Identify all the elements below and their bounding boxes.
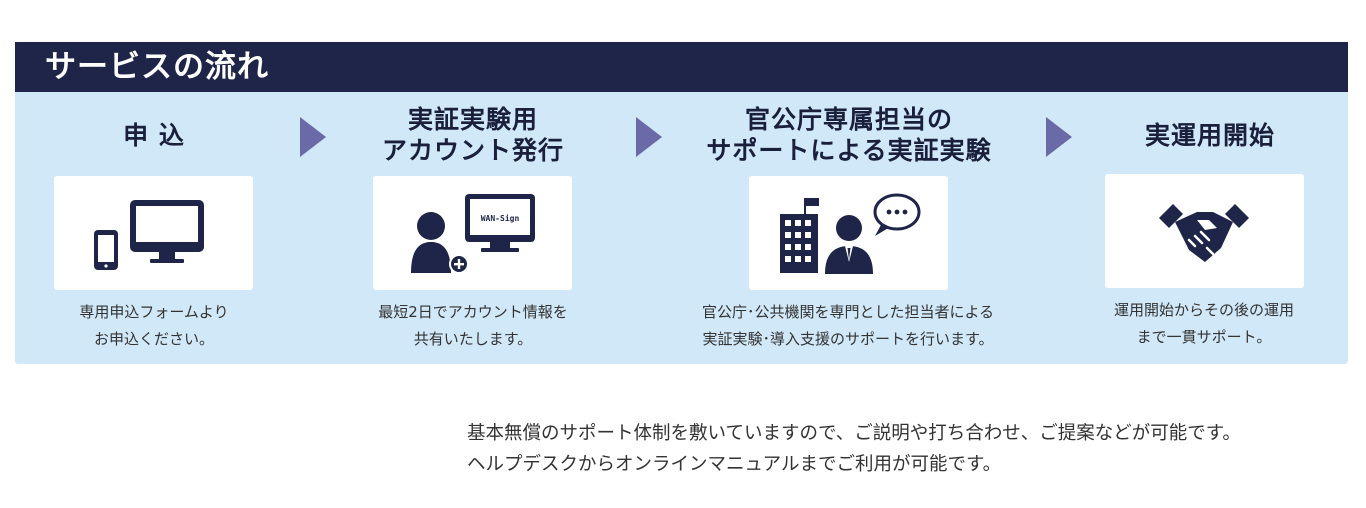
support-text-line: ヘルプデスクからオンラインマニュアルまでご利用が可能です。 [467,454,1002,475]
step-4-desc-line: 運用開始からその後の運用 [1113,301,1294,319]
step-2-title-line: 実証実験用 [407,105,538,134]
step-2-description: 最短2日でアカウント情報を 共有いたします。 [343,299,603,353]
panel-header: サービスの流れ [15,42,1348,92]
devices-icon [94,200,204,270]
step-4-title-line: 実運用開始 [1144,121,1275,150]
support-text-line: 基本無償のサポート体制を敷いていますので、ご説明や打ち合わせ、ご提案などが可能で… [467,423,1241,444]
step-1-description: 専用申込フォームより お申込ください。 [34,299,274,353]
step-2-desc-line: 共有いたします。 [413,330,533,348]
handshake-icon [1159,204,1249,262]
account-monitor-icon: WAN-Sign [411,194,535,274]
arrow-icon [1046,117,1072,157]
step-2-title: 実証実験用 アカウント発行 [362,104,584,166]
step-3-card [749,176,948,290]
step-3-title-line: サポートによる実証実験 [706,136,992,165]
step-2-desc-line: 最短2日でアカウント情報を [378,303,568,321]
step-4-title: 実運用開始 [1120,120,1300,151]
step-3-desc-line: 実証実験･導入支援のサポートを行います。 [702,330,994,348]
step-1-title: 申 込 [84,120,224,151]
support-description: 基本無償のサポート体制を敷いていますので、ご説明や打ち合わせ、ご提案などが可能で… [467,418,1241,480]
building-support-icon [780,193,921,274]
step-4-card [1105,174,1304,288]
arrow-icon [300,117,326,157]
step-3-title: 官公庁専属担当の サポートによる実証実験 [700,104,998,166]
step-2-title-line: アカウント発行 [381,136,564,165]
arrow-icon [636,117,662,157]
step-1-card [54,176,253,290]
step-4-description: 運用開始からその後の運用 まで一貫サポート。 [1074,297,1334,351]
step-3-description: 官公庁･公共機関を専門とした担当者による 実証実験･導入支援のサポートを行います… [668,299,1028,353]
step-2-card: WAN-Sign [373,176,572,290]
step-4-desc-line: まで一貫サポート。 [1136,328,1272,346]
step-3-title-line: 官公庁専属担当の [744,105,953,134]
step-3-desc-line: 官公庁･公共機関を専門とした担当者による [701,303,995,321]
step-1-desc-line: 専用申込フォームより [79,303,229,321]
step-1-title-line: 申 込 [123,121,185,150]
section-title: サービスの流れ [45,49,269,85]
step-1-desc-line: お申込ください。 [93,330,214,348]
monitor-label: WAN-Sign [481,213,520,223]
